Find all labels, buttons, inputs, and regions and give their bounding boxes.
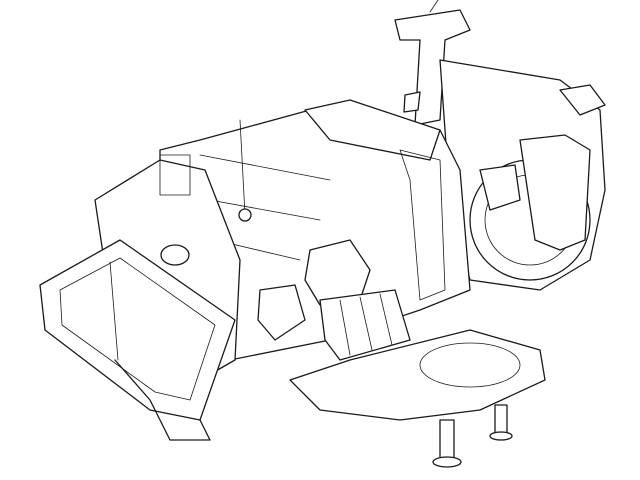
air-inlet-duct	[39, 239, 236, 441]
actuator-motor	[257, 164, 521, 361]
pipe-connector	[238, 119, 252, 222]
lower-drain-plate	[289, 329, 546, 468]
mounting-bracket	[394, 0, 471, 126]
blower-motor	[439, 59, 606, 291]
